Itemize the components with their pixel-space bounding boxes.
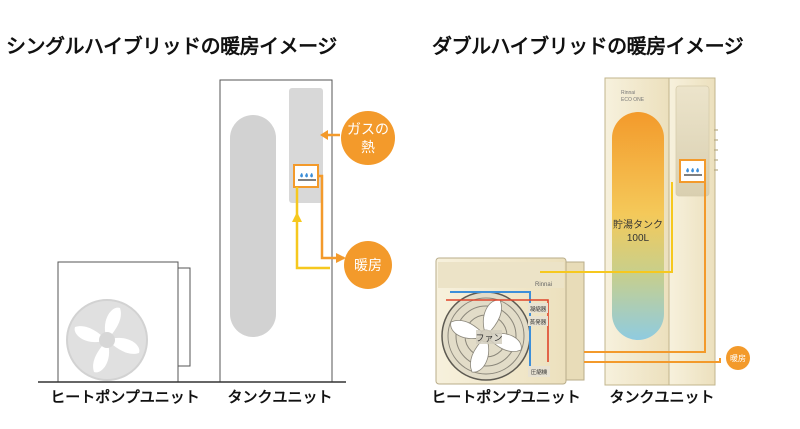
- double-heating-label: 暖房: [730, 353, 746, 363]
- gas-heat-callout: ガスの 熱: [341, 111, 395, 165]
- fan-icon: [66, 299, 148, 381]
- hot-water-tank: [612, 112, 664, 340]
- gas-burner-icon: [293, 164, 319, 188]
- compressor-label: 圧縮機: [531, 368, 548, 376]
- single-hybrid-title: シングルハイブリッドの暖房イメージ: [6, 36, 337, 58]
- hp-brand: Rinnai: [535, 282, 552, 288]
- condenser-label: 凝縮器: [530, 305, 547, 313]
- orange-supply-pipe: [318, 174, 344, 260]
- tank-brand: Rinnai: [621, 90, 635, 96]
- single-tank-unit: [219, 79, 333, 383]
- single-hybrid-diagram: ガスの 熱 暖房 ヒートポンプユニット タンクユニット: [38, 79, 395, 406]
- double-tank-label: タンクユニット: [609, 389, 714, 406]
- tank-text-2: 100L: [627, 233, 650, 244]
- double-heat-pump-unit: Rinnai ファン 凝縮器: [435, 257, 585, 385]
- single-heat-pump-unit: [57, 261, 191, 383]
- double-heat-pump-label: ヒートポンプユニット: [431, 388, 581, 406]
- double-hybrid-title: ダブルハイブリッドの暖房イメージ: [432, 36, 744, 58]
- gas-heat-label-2: 熱: [361, 139, 375, 155]
- heating-label: 暖房: [354, 257, 382, 273]
- evaporator-label: 蒸発器: [530, 318, 547, 326]
- single-heat-pump-label: ヒートポンプユニット: [50, 388, 200, 406]
- double-tank-unit: Rinnai ECO ONE 貯湯タンク 100L: [604, 77, 718, 386]
- double-hybrid-diagram: Rinnai ファン 凝縮器: [431, 77, 750, 406]
- double-heating-callout: 暖房: [726, 346, 750, 370]
- fan-label: ファン: [475, 333, 502, 343]
- yellow-return-pipe: [295, 187, 330, 270]
- heating-callout: 暖房: [344, 241, 392, 289]
- tank-text-1: 貯湯タンク: [613, 218, 663, 231]
- single-tank-label: タンクユニット: [227, 389, 332, 406]
- tank-model: ECO ONE: [621, 97, 645, 103]
- gas-heat-label-1: ガスの: [347, 121, 389, 137]
- gas-burner-icon: [679, 159, 706, 183]
